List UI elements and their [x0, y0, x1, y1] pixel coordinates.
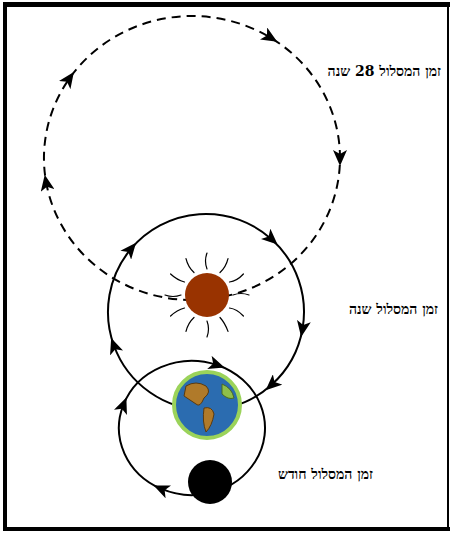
orbit-label: זמן המסלול 28 שנה	[326, 63, 443, 80]
dashed-orbit	[44, 16, 340, 300]
frame	[3, 3, 450, 531]
moon	[188, 460, 232, 504]
orbit-label: זמן המסלול חודש	[276, 466, 375, 483]
orbit-label: זמן המסלול שנה	[347, 301, 440, 318]
sun	[165, 253, 249, 337]
earth	[174, 372, 240, 438]
